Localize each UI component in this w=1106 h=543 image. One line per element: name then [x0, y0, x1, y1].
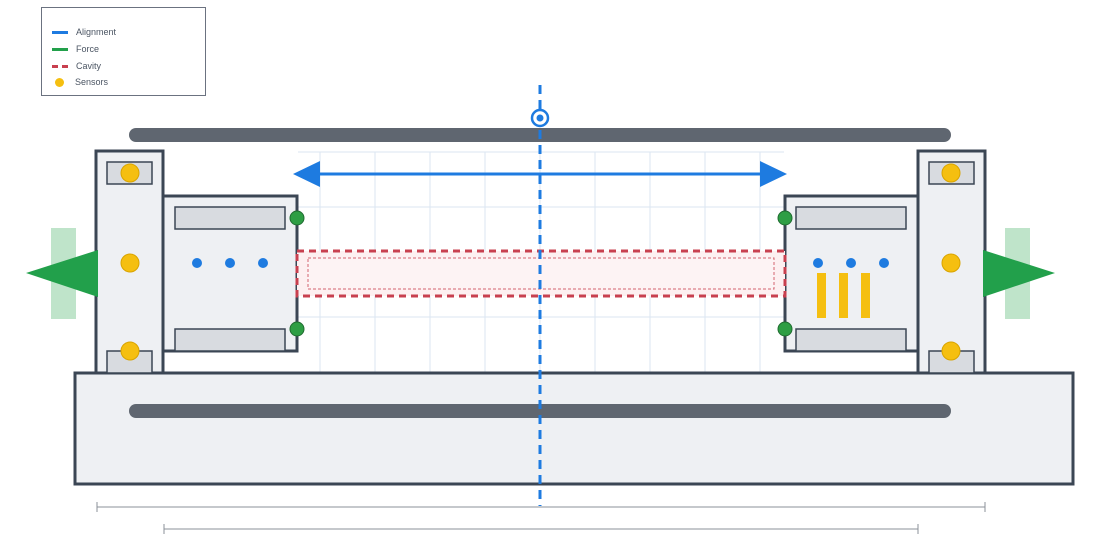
connector-node — [289, 210, 305, 226]
legend-label: Force — [76, 44, 100, 54]
sensor-icon — [120, 253, 140, 273]
connector-node — [777, 210, 793, 226]
legend-label: Alignment — [76, 27, 117, 37]
base-plate — [73, 371, 1075, 486]
legend-label: Sensors — [75, 77, 109, 87]
spring-bar — [861, 273, 870, 318]
legend-item-force: Force — [52, 42, 99, 56]
left-carriage-dot — [192, 258, 202, 268]
dimension-line-outer — [96, 502, 986, 512]
sensor-icon — [55, 77, 64, 87]
right-carriage-dot — [879, 258, 889, 268]
right-carriage-dot — [813, 258, 823, 268]
bottom-rail — [129, 404, 951, 418]
cavity-dash-swatch — [52, 64, 68, 68]
force-arrow-icon — [26, 228, 98, 319]
left-carriage-dot — [258, 258, 268, 268]
force-arrow-icon — [983, 228, 1055, 319]
right-carriage-bottom-bar — [795, 328, 907, 352]
sensor-icon — [941, 163, 961, 183]
legend: Alignment Force Cavity Sensors — [41, 7, 206, 96]
left-carriage-bottom-bar — [174, 328, 286, 352]
force-line-swatch — [52, 47, 68, 51]
right-carriage-dot — [846, 258, 856, 268]
alignment-target-icon — [530, 108, 550, 128]
spring-bar — [839, 273, 848, 318]
sensor-icon — [120, 163, 140, 183]
sensor-icon — [120, 341, 140, 361]
sensor-icon — [941, 341, 961, 361]
right-carriage-top-bar — [795, 206, 907, 230]
legend-item-sensors: Sensors — [52, 75, 108, 89]
alignment-line-swatch — [52, 30, 68, 34]
left-carriage-dot — [225, 258, 235, 268]
dimension-line-inner — [163, 524, 919, 534]
double-arrow-icon — [293, 161, 787, 187]
legend-label: Cavity — [76, 61, 102, 71]
legend-item-alignment: Alignment — [52, 25, 116, 39]
connector-node — [289, 321, 305, 337]
legend-item-cavity: Cavity — [52, 59, 101, 73]
spring-bar — [817, 273, 826, 318]
connector-node — [777, 321, 793, 337]
sensor-icon — [941, 253, 961, 273]
left-carriage-top-bar — [174, 206, 286, 230]
